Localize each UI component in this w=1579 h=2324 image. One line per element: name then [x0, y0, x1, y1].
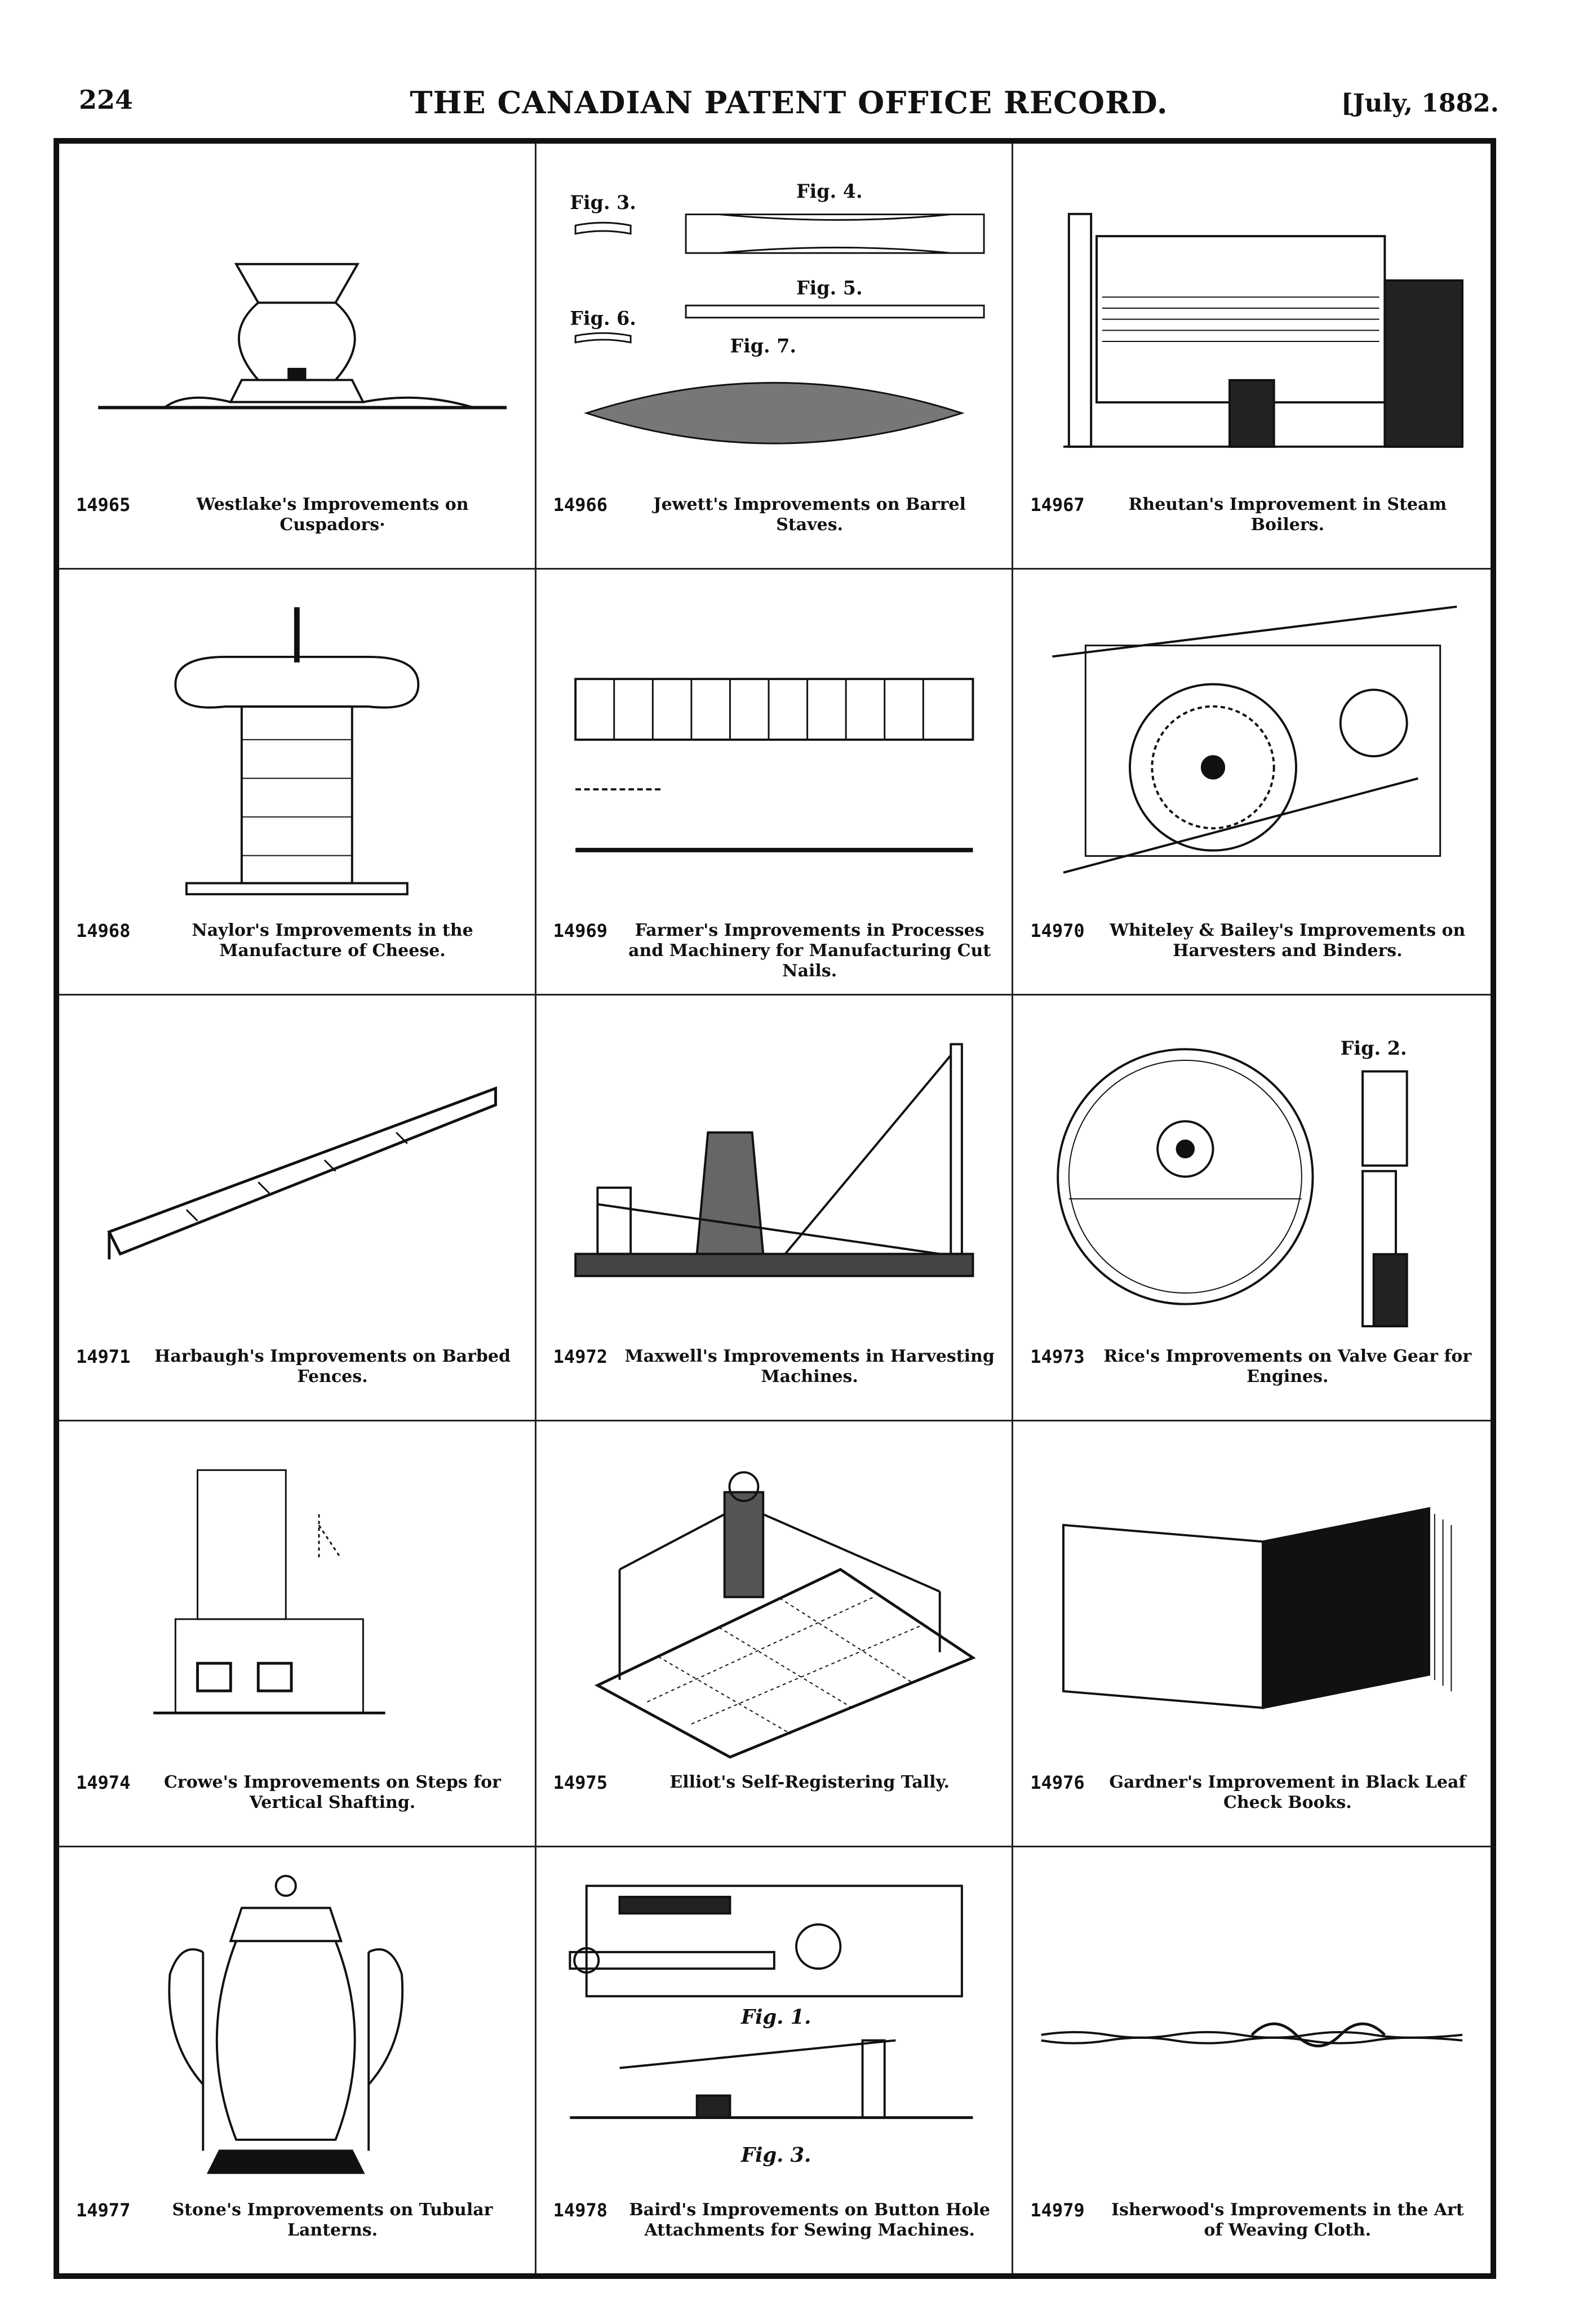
patent-cell-14979: 14979 Isherwood's Improvements in the Ar…	[1013, 1847, 1491, 2273]
patent-grid: 14965 Westlake's Improvements on Cuspado…	[54, 138, 1496, 2279]
patent-cell-14972: 14972 Maxwell's Improvements in Harvesti…	[536, 996, 1014, 1421]
valve-gear-drawing: Fig. 2.	[1030, 1012, 1474, 1341]
patent-title: Stone's Improvements on Tubular Lanterns…	[172, 2200, 493, 2240]
patent-cell-14974: 14974 Crowe's Improvements on Steps for …	[59, 1421, 536, 1847]
patent-title: Gardner's Improvement in Black Leaf Chec…	[1109, 1772, 1466, 1812]
fig-label: Fig. 6.	[570, 308, 636, 330]
patent-cell-14969: 14969 Farmer's Improvements in Processes…	[536, 570, 1014, 996]
patent-cell-14966: Fig. 3. Fig. 4. Fig. 5. Fig. 6. Fig. 7. …	[536, 144, 1014, 570]
patent-cell-14978: Fig. 1. Fig. 3. 14978 Baird's Improvemen…	[536, 1847, 1014, 2273]
patent-title: Whiteley & Bailey's Improvements on Harv…	[1110, 921, 1466, 961]
patent-caption: 14979 Isherwood's Improvements in the Ar…	[1030, 2200, 1474, 2256]
patent-cell-14973: Fig. 2. 14973 Rice's Improvements on Val…	[1013, 996, 1491, 1421]
patent-cell-14967: 14967 Rheutan's Improvement in Steam Boi…	[1013, 144, 1491, 570]
patent-number: 14976	[1030, 1772, 1085, 1793]
patent-number: 14973	[1030, 1346, 1085, 1367]
patent-number: 14965	[76, 494, 131, 516]
cut-nails-drawing	[553, 586, 995, 915]
patent-caption: 14970 Whiteley & Bailey's Improvements o…	[1030, 921, 1474, 977]
patent-caption: 14966 Jewett's Improvements on Barrel St…	[553, 495, 995, 551]
lantern-drawing	[76, 1864, 518, 2194]
steam-boiler-drawing	[1030, 161, 1474, 489]
patent-caption: 14967 Rheutan's Improvement in Steam Boi…	[1030, 495, 1474, 551]
patent-cell-14971: 14971 Harbaugh's Improvements on Barbed …	[59, 996, 536, 1421]
patent-caption: 14975 Elliot's Self-Registering Tally.	[553, 1772, 995, 1829]
weaving-cloth-drawing	[1030, 1864, 1474, 2194]
patent-number: 14971	[76, 1346, 131, 1367]
patent-number: 14970	[1030, 920, 1085, 941]
button-hole-attachment-drawing: Fig. 1. Fig. 3.	[553, 1864, 995, 2194]
patent-caption: 14971 Harbaugh's Improvements on Barbed …	[76, 1347, 518, 1403]
patent-caption: 14973 Rice's Improvements on Valve Gear …	[1030, 1347, 1474, 1403]
patent-caption: 14974 Crowe's Improvements on Steps for …	[76, 1772, 518, 1829]
patent-title: Rheutan's Improvement in Steam Boilers.	[1128, 495, 1447, 535]
issue-date: [July, 1882.	[1341, 89, 1499, 118]
patent-cell-14970: 14970 Whiteley & Bailey's Improvements o…	[1013, 570, 1491, 996]
patent-title: Naylor's Improvements in the Manufacture…	[192, 921, 473, 961]
patent-caption: 14969 Farmer's Improvements in Processes…	[553, 920, 995, 981]
patent-title: Crowe's Improvements on Steps for Vertic…	[164, 1772, 501, 1812]
harvesting-machine-drawing	[553, 1012, 995, 1341]
patent-caption: 14977 Stone's Improvements on Tubular La…	[76, 2200, 518, 2256]
page-header: 224 THE CANADIAN PATENT OFFICE RECORD. […	[79, 79, 1499, 130]
fig-label: Fig. 7.	[730, 335, 796, 357]
patent-caption: 14965 Westlake's Improvements on Cuspado…	[76, 495, 518, 551]
page-number: 224	[79, 85, 134, 115]
patent-caption: 14968 Naylor's Improvements in the Manuf…	[76, 921, 518, 977]
page-title: THE CANADIAN PATENT OFFICE RECORD.	[410, 85, 1168, 121]
patent-number: 14966	[553, 494, 607, 516]
patent-number: 14969	[553, 920, 607, 941]
patent-title: Maxwell's Improvements in Harvesting Mac…	[624, 1347, 995, 1387]
patent-title: Jewett's Improvements on Barrel Staves.	[653, 495, 966, 535]
cuspador-drawing	[76, 161, 518, 489]
barrel-staves-drawing: Fig. 3. Fig. 4. Fig. 5. Fig. 6. Fig. 7.	[553, 161, 995, 489]
patent-number: 14972	[553, 1346, 607, 1367]
patent-caption: 14976 Gardner's Improvement in Black Lea…	[1030, 1772, 1474, 1829]
patent-number: 14977	[76, 2199, 131, 2221]
patent-cell-14976: 14976 Gardner's Improvement in Black Lea…	[1013, 1421, 1491, 1847]
patent-number: 14978	[553, 2199, 607, 2221]
cheese-press-drawing	[76, 586, 518, 915]
fig-label: Fig. 2.	[1341, 1037, 1407, 1059]
barbed-fence-drawing	[76, 1012, 518, 1341]
patent-title: Isherwood's Improvements in the Art of W…	[1111, 2200, 1464, 2240]
patent-cell-14965: 14965 Westlake's Improvements on Cuspado…	[59, 144, 536, 570]
patent-title: Farmer's Improvements in Processes and M…	[628, 921, 991, 981]
patent-number: 14975	[553, 1772, 607, 1793]
check-book-drawing	[1030, 1438, 1474, 1767]
patent-number: 14968	[76, 920, 131, 941]
patent-title: Baird's Improvements on Button Hole Atta…	[629, 2200, 990, 2240]
patent-caption: 14978 Baird's Improvements on Button Hol…	[553, 2200, 995, 2256]
patent-number: 14979	[1030, 2199, 1085, 2221]
harvester-drawing	[1030, 586, 1474, 915]
tally-drawing	[553, 1438, 995, 1767]
patent-cell-14977: 14977 Stone's Improvements on Tubular La…	[59, 1847, 536, 2273]
patent-title: Rice's Improvements on Valve Gear for En…	[1103, 1347, 1472, 1387]
patent-title: Harbaugh's Improvements on Barbed Fences…	[154, 1347, 511, 1387]
patent-cell-14968: 14968 Naylor's Improvements in the Manuf…	[59, 570, 536, 996]
fig-label: Fig. 3.	[570, 192, 636, 214]
shafting-step-drawing	[76, 1438, 518, 1767]
patent-number: 14974	[76, 1772, 131, 1793]
patent-title: Elliot's Self-Registering Tally.	[669, 1772, 950, 1792]
patent-number: 14967	[1030, 494, 1085, 516]
fig-label: Fig. 1.	[740, 2006, 811, 2029]
patent-title: Westlake's Improvements on Cuspadors·	[196, 495, 469, 535]
patent-cell-14975: 14975 Elliot's Self-Registering Tally.	[536, 1421, 1014, 1847]
fig-label: Fig. 4.	[796, 180, 863, 202]
fig-label: Fig. 5.	[796, 277, 863, 299]
fig-label: Fig. 3.	[740, 2144, 811, 2167]
patent-caption: 14972 Maxwell's Improvements in Harvesti…	[553, 1347, 995, 1403]
